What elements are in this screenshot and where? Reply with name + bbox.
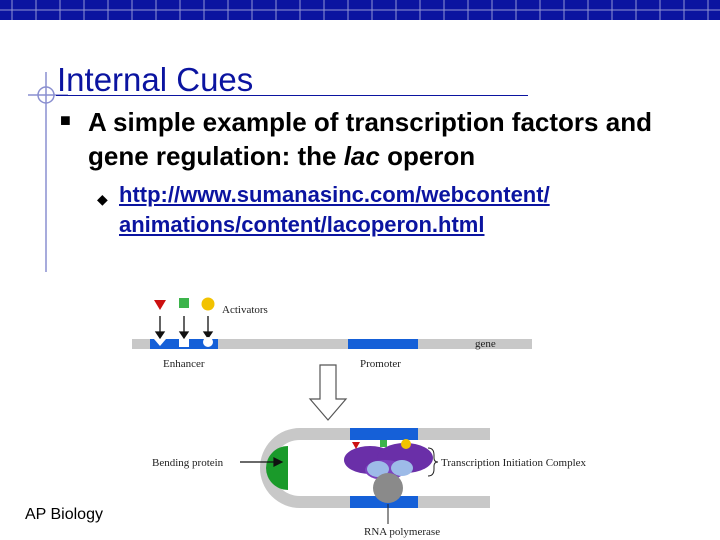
- link-line-2[interactable]: animations/content/lacoperon.html: [119, 212, 485, 237]
- promoter-region-looped-top: [350, 428, 418, 440]
- enhancer-region: [150, 337, 218, 349]
- activator-green-square: [179, 298, 189, 308]
- enhancer-label: Enhancer: [163, 358, 205, 370]
- footer-course-label: AP Biology: [25, 506, 103, 523]
- dna-loop: [260, 428, 490, 508]
- activator-red-triangle: [154, 300, 166, 310]
- activator-arrows: [154, 316, 214, 340]
- activator-yellow-circle: [201, 297, 215, 311]
- promoter-label: Promoter: [360, 358, 401, 370]
- rna-polymerase-label: RNA polymerase: [364, 526, 440, 538]
- main-bullet-text: A simple example of transcription factor…: [88, 105, 698, 173]
- bending-protein-label: Bending protein: [152, 457, 224, 469]
- link-line-1[interactable]: http://www.sumanasinc.com/webcontent/: [119, 182, 550, 207]
- crosshair-decoration: [28, 72, 68, 272]
- main-bullet-italic: lac: [343, 141, 380, 171]
- rna-polymerase: [373, 473, 403, 503]
- complex-brace: [427, 447, 439, 477]
- complex-label: Transcription Initiation Complex: [441, 457, 587, 469]
- promoter-region: [348, 339, 418, 349]
- bending-protein-arrow: [240, 457, 284, 467]
- animation-link[interactable]: http://www.sumanasinc.com/webcontent/ an…: [119, 180, 699, 240]
- down-arrow-icon: [308, 364, 348, 421]
- title-underline: [56, 95, 528, 96]
- main-bullet-prefix: A simple example of transcription factor…: [88, 107, 652, 171]
- gene-label: gene: [475, 338, 496, 350]
- main-bullet-suffix: operon: [379, 141, 476, 171]
- activators-label: Activators: [222, 304, 268, 316]
- slide-title: Internal Cues: [57, 61, 254, 98]
- bullet-square-icon: ■: [60, 110, 71, 130]
- bending-protein: [266, 446, 288, 490]
- dna-strand-top: [132, 339, 532, 349]
- bullet-diamond-icon: ◆: [97, 191, 108, 207]
- transcription-diagram: Activators gene Enhancer Promoter Bendin…: [132, 297, 587, 538]
- header-grid-pattern: [0, 0, 720, 20]
